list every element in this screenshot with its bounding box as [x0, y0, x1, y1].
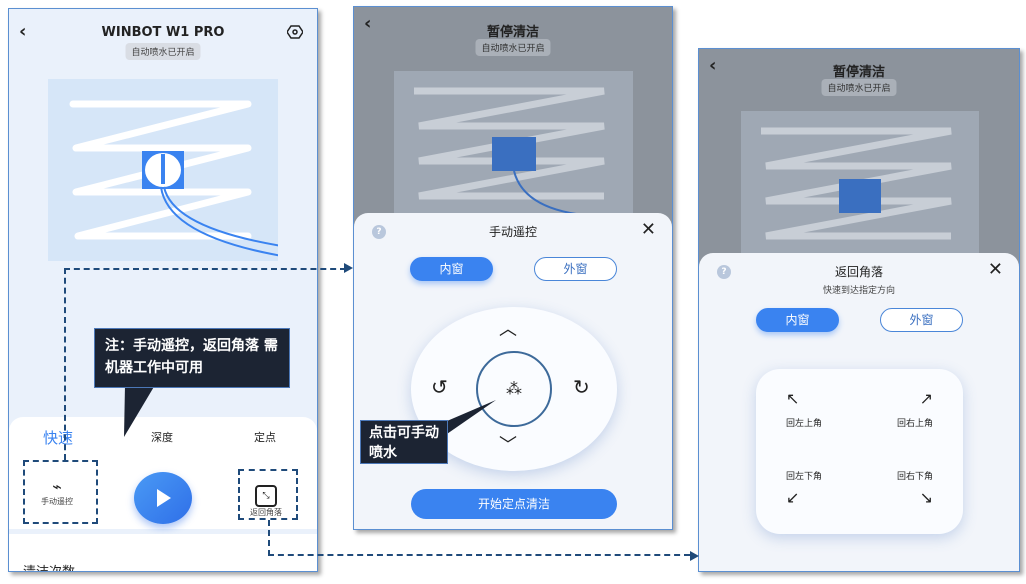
- arrow-up-right-icon: ↗: [919, 389, 933, 408]
- corner-label: 回左下角: [786, 472, 823, 482]
- manual-remote-sheet: ? 手动遥控 ✕ 内窗 外窗 ︿ ﹀ ↺ ↻ ⁂ 开始定点清洁: [354, 213, 672, 529]
- settings-icon[interactable]: [287, 25, 303, 39]
- return-corner-sheet: ? 返回角落 快速到达指定方向 ✕ 内窗 外窗 ↖ 回左上角 ↗ 回右上角 回左下角…: [699, 253, 1019, 571]
- back-icon[interactable]: ‹: [19, 21, 27, 42]
- top-right-corner-button[interactable]: ↗ 回右上角: [897, 389, 933, 429]
- settings-section: 清洁次数: [9, 534, 317, 571]
- sheet-subtitle: 快速到达指定方向: [822, 286, 895, 296]
- return-corner-button[interactable]: ⤡ 返回角落: [241, 485, 291, 518]
- main-screen: ‹ WINBOT W1 PRO 自动喷水已开启 快速 深度 定点 ⌁ 手动遥控 …: [8, 8, 318, 572]
- arrow-down-right-icon: ↘: [919, 488, 933, 507]
- arrow-head: [690, 551, 699, 561]
- spray-icon: ⁂: [506, 379, 522, 398]
- bottom-right-corner-button[interactable]: 回右下角 ↘: [897, 469, 933, 507]
- control-card: 快速 深度 定点 ⌁ 手动遥控 ⤡ 返回角落: [9, 417, 317, 529]
- bottom-left-corner-button[interactable]: 回左下角 ↙: [786, 469, 822, 507]
- connector-corner: [268, 520, 690, 556]
- outer-window-tab[interactable]: 外窗: [534, 257, 617, 281]
- cleaning-map: [48, 79, 289, 261]
- spray-button[interactable]: ⁂: [476, 351, 552, 427]
- corner-grid: ↖ 回左上角 ↗ 回右上角 回左下角 ↙ 回右下角 ↘: [756, 369, 963, 534]
- direction-pad: ︿ ﹀ ↺ ↻ ⁂: [411, 307, 617, 471]
- remote-icon: ⌁: [52, 477, 62, 496]
- corner-label: 回右上角: [896, 419, 933, 429]
- arrow-up-left-icon: ↖: [786, 389, 800, 408]
- highlight-remote: [23, 460, 98, 524]
- corners-icon: ⤡: [255, 485, 277, 507]
- connector-remote: [64, 268, 346, 460]
- corner-label: 回左上角: [786, 419, 823, 429]
- note-callout: 注：手动遥控，返回角落 需机器工作中可用: [94, 328, 290, 388]
- inner-window-tab[interactable]: 内窗: [410, 257, 493, 281]
- spray-status-badge: 自动喷水已开启: [475, 39, 551, 56]
- mode-tab-deep[interactable]: 深度: [151, 431, 173, 444]
- page-title: 暂停清洁: [486, 25, 539, 40]
- clean-count-label: 清洁次数: [23, 561, 75, 571]
- close-icon[interactable]: ✕: [640, 219, 656, 240]
- note-tail: [440, 400, 496, 436]
- close-icon[interactable]: ✕: [987, 259, 1003, 280]
- mode-tab-spot[interactable]: 定点: [254, 431, 276, 444]
- spray-note-callout: 点击可手动喷水: [360, 420, 448, 464]
- return-corner-label: 返回角落: [250, 508, 282, 517]
- page-title: 暂停清洁: [832, 65, 885, 80]
- outer-window-tab[interactable]: 外窗: [880, 308, 963, 332]
- back-icon[interactable]: ‹: [709, 55, 717, 76]
- manual-remote-button[interactable]: ⌁ 手动遥控: [27, 477, 87, 507]
- inner-window-tab[interactable]: 内窗: [756, 308, 839, 332]
- top-left-corner-button[interactable]: ↖ 回左上角: [786, 389, 822, 429]
- sheet-title: 手动遥控: [488, 225, 537, 239]
- arrow-down-left-icon: ↙: [786, 488, 800, 507]
- rotate-right-button[interactable]: ↻: [573, 375, 590, 399]
- play-icon: [157, 489, 171, 507]
- manual-remote-label: 手动遥控: [41, 497, 73, 506]
- highlight-corner: [238, 469, 298, 520]
- sheet-title: 返回角落: [834, 265, 883, 279]
- arrow-head: [344, 263, 353, 273]
- cleaning-map: [394, 71, 633, 217]
- corner-label: 回右下角: [896, 472, 933, 482]
- return-corner-screen: ‹ 暂停清洁 自动喷水已开启 ? 返回角落 快速到达指定方向 ✕ 内窗 外窗 ↖…: [698, 48, 1020, 572]
- back-icon[interactable]: ‹: [364, 13, 372, 34]
- cleaning-map: [741, 111, 979, 253]
- cleaning-path: [69, 100, 289, 258]
- rotate-left-button[interactable]: ↺: [431, 375, 448, 399]
- backward-button[interactable]: ﹀: [499, 435, 517, 456]
- page-title: WINBOT W1 PRO: [101, 25, 225, 40]
- play-button[interactable]: [134, 472, 192, 524]
- spray-status-badge: 自动喷水已开启: [125, 43, 201, 60]
- start-spot-clean-button[interactable]: 开始定点清洁: [411, 489, 617, 519]
- help-icon[interactable]: ?: [372, 225, 386, 239]
- help-icon[interactable]: ?: [717, 265, 731, 279]
- note-tail: [124, 385, 155, 437]
- forward-button[interactable]: ︿: [499, 319, 517, 340]
- spray-status-badge: 自动喷水已开启: [821, 79, 897, 96]
